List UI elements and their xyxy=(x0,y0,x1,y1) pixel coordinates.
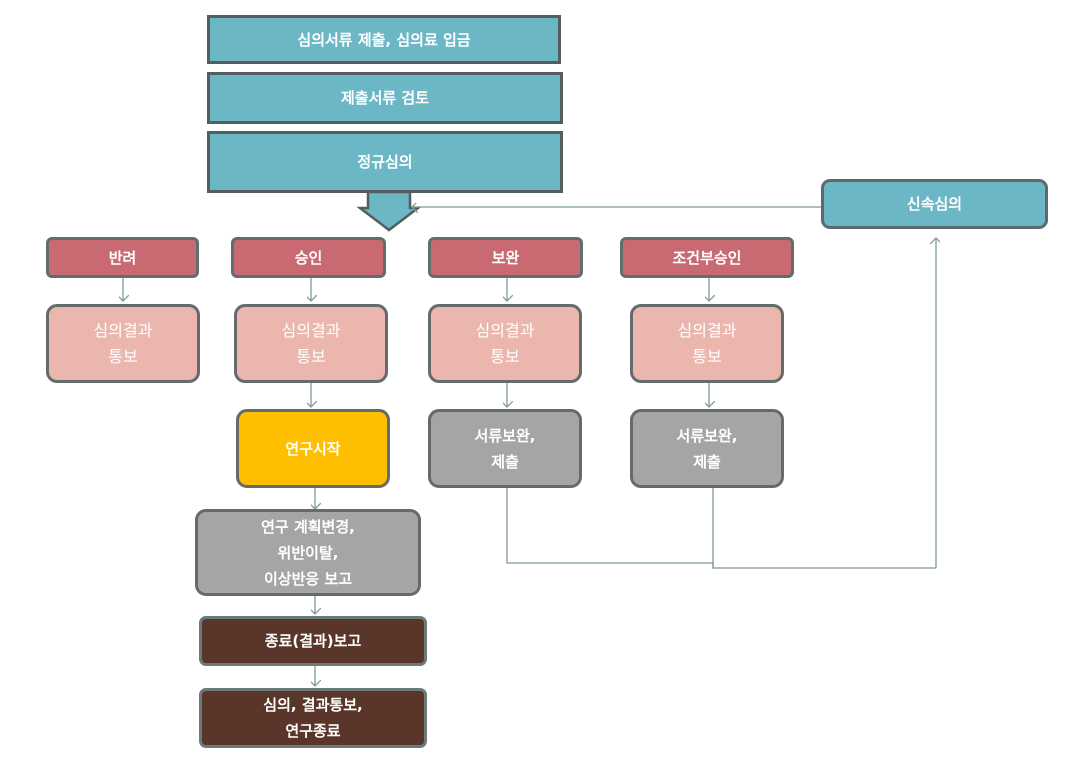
regular-review-box: 정규심의 xyxy=(207,131,563,193)
outcome-reject: 반려 xyxy=(46,237,199,278)
outcome-conditional-approval: 조건부승인 xyxy=(620,237,794,278)
outcome-approve: 승인 xyxy=(231,237,386,278)
review-documents-box: 제출서류 검토 xyxy=(207,72,563,124)
outcome-supplement: 보완 xyxy=(428,237,583,278)
resubmit-loop-connector xyxy=(506,488,936,569)
final-notice-box: 심의, 결과통보, 연구종료 xyxy=(199,688,427,748)
main-down-arrow xyxy=(356,190,422,232)
final-report-box: 종료(결과)보고 xyxy=(199,616,427,666)
study-start-box: 연구시작 xyxy=(236,409,390,488)
result-notice-supplement: 심의결과 통보 xyxy=(428,304,582,383)
submit-documents-box: 심의서류 제출, 심의료 입금 xyxy=(207,15,561,64)
expedited-review-box: 신속심의 xyxy=(821,179,1048,229)
resubmit-supplement-box: 서류보완, 제출 xyxy=(428,409,582,488)
study-changes-report-box: 연구 계획변경, 위반이탈, 이상반응 보고 xyxy=(195,509,421,596)
result-notice-reject: 심의결과 통보 xyxy=(46,304,200,383)
result-notice-approve: 심의결과 통보 xyxy=(234,304,388,383)
result-notice-conditional: 심의결과 통보 xyxy=(630,304,784,383)
resubmit-conditional-box: 서류보완, 제출 xyxy=(630,409,784,488)
